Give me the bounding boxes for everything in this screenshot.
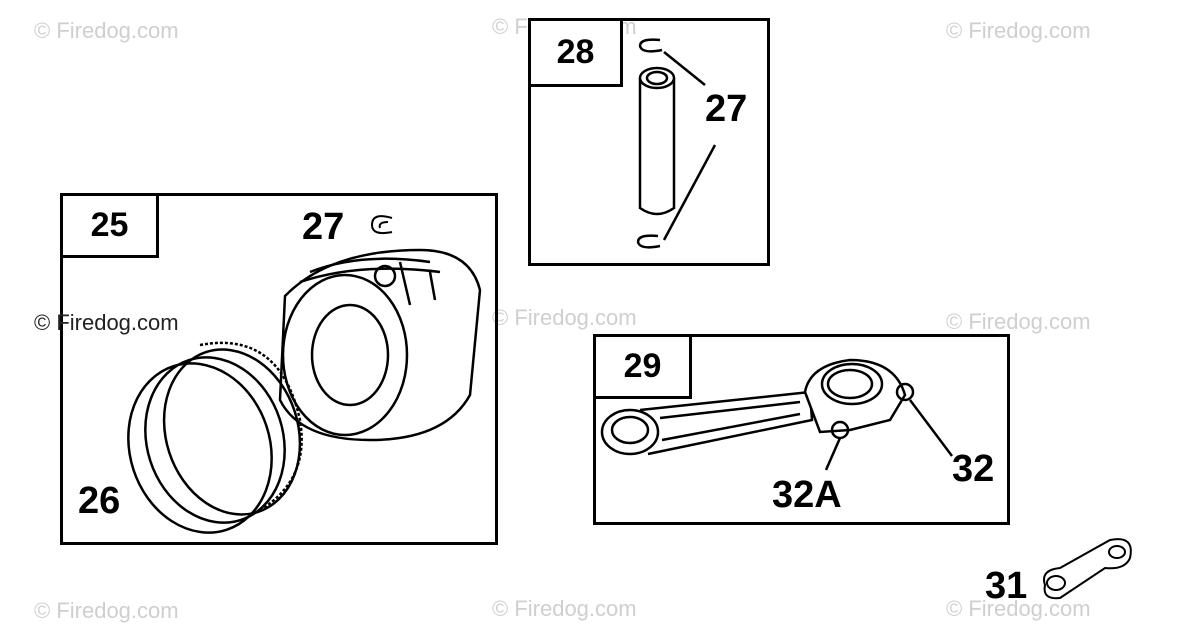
callout-26-rings: 26	[78, 480, 121, 522]
callout-27-pin: 27	[705, 88, 748, 130]
callout-32a-bolt: 32A	[772, 474, 842, 516]
watermark-bottom-right: © Firedog.com	[946, 596, 1091, 621]
watermark-mid-right: © Firedog.com	[946, 309, 1091, 334]
panel-wrist-pin: 28	[528, 18, 770, 266]
retainer-clip-icon	[370, 215, 393, 235]
panel-tag-29: 29	[596, 337, 692, 399]
watermark-top-right: © Firedog.com	[946, 18, 1091, 43]
panel-tag-28: 28	[531, 21, 623, 87]
connecting-rod-icon	[600, 358, 953, 471]
piston-icon	[278, 248, 482, 442]
watermark-mid-center: © Firedog.com	[492, 305, 637, 330]
panel-piston: 25	[60, 193, 498, 545]
panel-connecting-rod: 29	[593, 334, 1010, 525]
oil-dipper-icon	[1043, 538, 1132, 600]
callout-31-dipper: 31	[985, 565, 1028, 607]
watermark-top-left: © Firedog.com	[34, 18, 179, 43]
watermark-panel-left: © Firedog.com	[34, 310, 179, 335]
wrist-pin-icon	[636, 38, 717, 249]
watermark-bottom-left: © Firedog.com	[34, 598, 179, 623]
panel-tag-25: 25	[63, 196, 159, 258]
callout-32-bolt: 32	[952, 448, 995, 490]
watermark-bottom-center: © Firedog.com	[492, 596, 637, 621]
callout-27-piston: 27	[302, 206, 345, 248]
ring-set-icon	[127, 341, 303, 534]
